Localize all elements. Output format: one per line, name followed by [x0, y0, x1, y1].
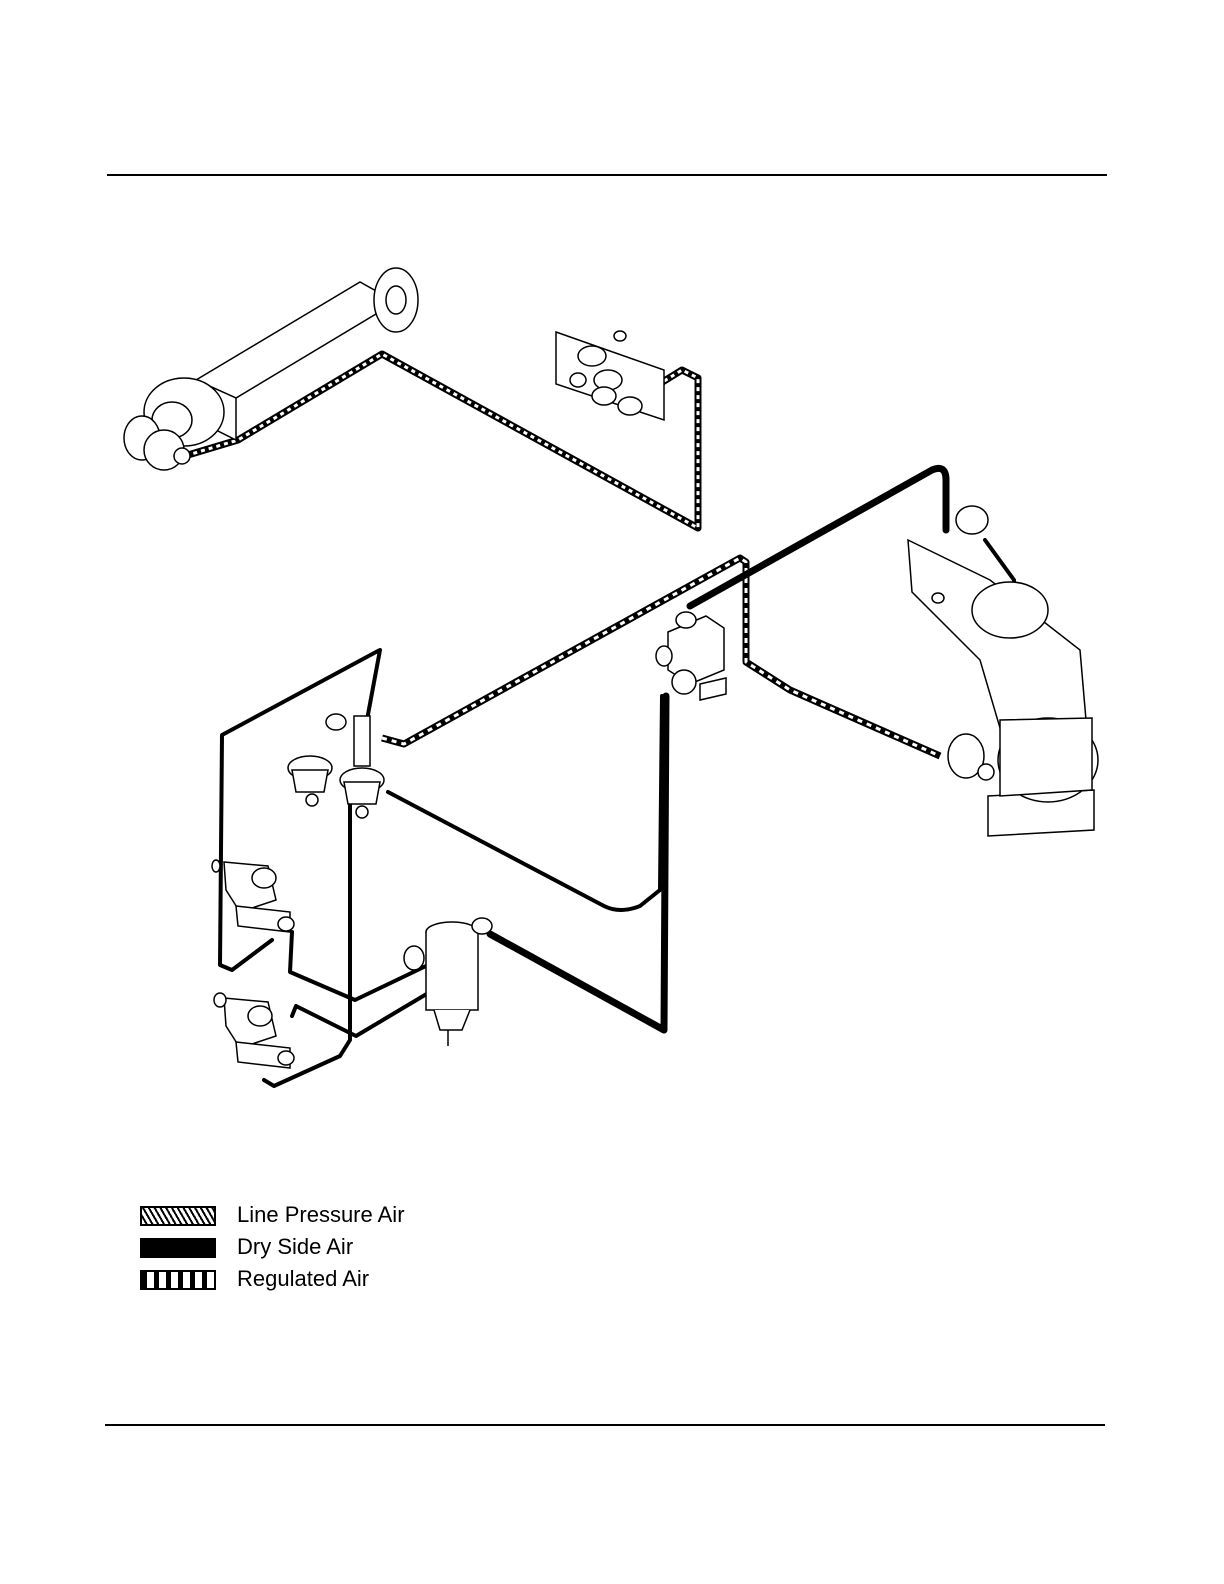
dry-side-tubing: [220, 468, 1018, 1086]
regulator-pair: [288, 714, 384, 818]
legend-label: Line Pressure Air: [237, 1202, 405, 1228]
regulated-swatch: [140, 1270, 216, 1290]
solenoid-valves: [212, 860, 294, 1068]
elbow-outlet-assembly: [908, 506, 1098, 836]
center-valve-block: [656, 612, 726, 700]
legend-label: Dry Side Air: [237, 1234, 353, 1260]
cylinder-assembly: [124, 268, 418, 470]
line-pressure-swatch: [140, 1206, 216, 1226]
valve-manifold-plate: [556, 331, 664, 420]
filter-bowl: [404, 918, 492, 1046]
dry-side-swatch: [140, 1238, 216, 1258]
legend-label: Regulated Air: [237, 1266, 369, 1292]
